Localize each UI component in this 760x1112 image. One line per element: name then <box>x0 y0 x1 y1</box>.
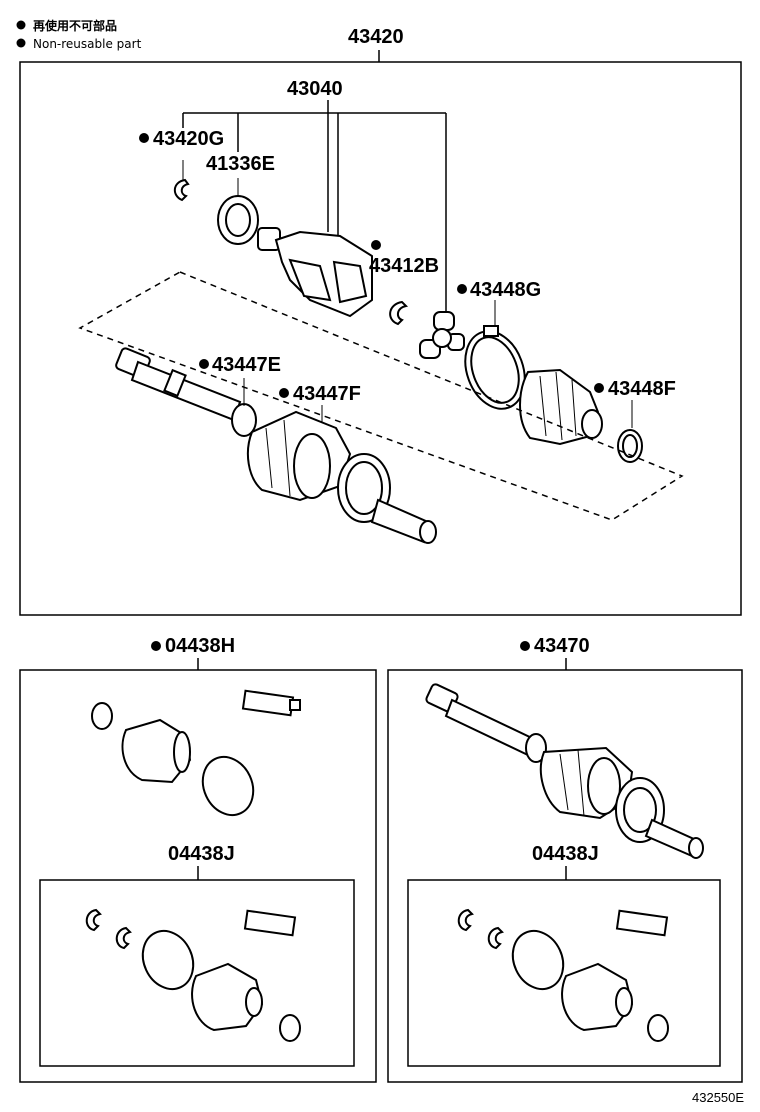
boot-clamp-small-icon <box>617 429 643 463</box>
inboard-joint-housing-icon <box>257 227 373 318</box>
bullet-43412B <box>371 240 381 250</box>
outboard-joint-frame <box>387 669 743 1083</box>
reference-code: 432550E <box>692 1090 744 1105</box>
label-43447F[interactable]: 43447F <box>293 383 361 405</box>
outboard-joint-assembly-icon <box>425 683 704 859</box>
legend-bullet-2 <box>16 38 26 48</box>
label-43448F[interactable]: 43448F <box>608 378 676 400</box>
inboard-boot-icon <box>519 368 603 446</box>
kit-j-left-parts-icon <box>85 908 301 1042</box>
label-43420[interactable]: 43420 <box>348 26 404 48</box>
label-43470[interactable]: 43470 <box>534 635 590 657</box>
kit-h-parts-icon <box>91 689 301 817</box>
label-41336E[interactable]: 41336E <box>206 153 275 175</box>
label-04438H[interactable]: 04438H <box>165 635 235 657</box>
legend-line-2: Non-reusable part <box>33 37 142 51</box>
label-04438J-right[interactable]: 04438J <box>532 843 599 865</box>
label-43448G[interactable]: 43448G <box>470 279 541 301</box>
main-assembly-frame <box>19 61 742 616</box>
label-43447E[interactable]: 43447E <box>212 354 281 376</box>
bracket-43040 <box>182 100 447 312</box>
label-43412B[interactable]: 43412B <box>369 255 439 277</box>
legend: 再使用不可部品 Non-reusable part <box>16 18 142 51</box>
legend-line-1: 再使用不可部品 <box>33 18 117 33</box>
bullet-43420G <box>139 133 149 143</box>
label-43040[interactable]: 43040 <box>287 78 343 100</box>
bullet-43448F <box>594 383 604 393</box>
tripod-spider-icon <box>419 311 465 359</box>
snap-ring-2-icon <box>389 300 409 326</box>
bullet-43448G <box>457 284 467 294</box>
kit-j-right-parts-icon <box>457 908 669 1042</box>
bullet-43470 <box>520 641 530 651</box>
bullet-04438H <box>151 641 161 651</box>
bullet-43447E <box>199 359 209 369</box>
label-04438J-left[interactable]: 04438J <box>168 843 235 865</box>
boot-kit-j-left-frame <box>39 879 355 1067</box>
bullet-43447F <box>279 388 289 398</box>
boot-kit-h-frame <box>19 669 377 1083</box>
dust-deflector-icon <box>217 195 259 245</box>
legend-bullet-1 <box>16 20 26 30</box>
boot-clamp-large-icon <box>464 325 526 410</box>
snap-ring-icon <box>173 178 190 202</box>
boot-kit-j-right-frame <box>407 879 721 1067</box>
drive-shaft-icon <box>115 347 257 437</box>
label-43420G[interactable]: 43420G <box>153 128 224 150</box>
outboard-cv-joint-icon <box>246 410 437 544</box>
